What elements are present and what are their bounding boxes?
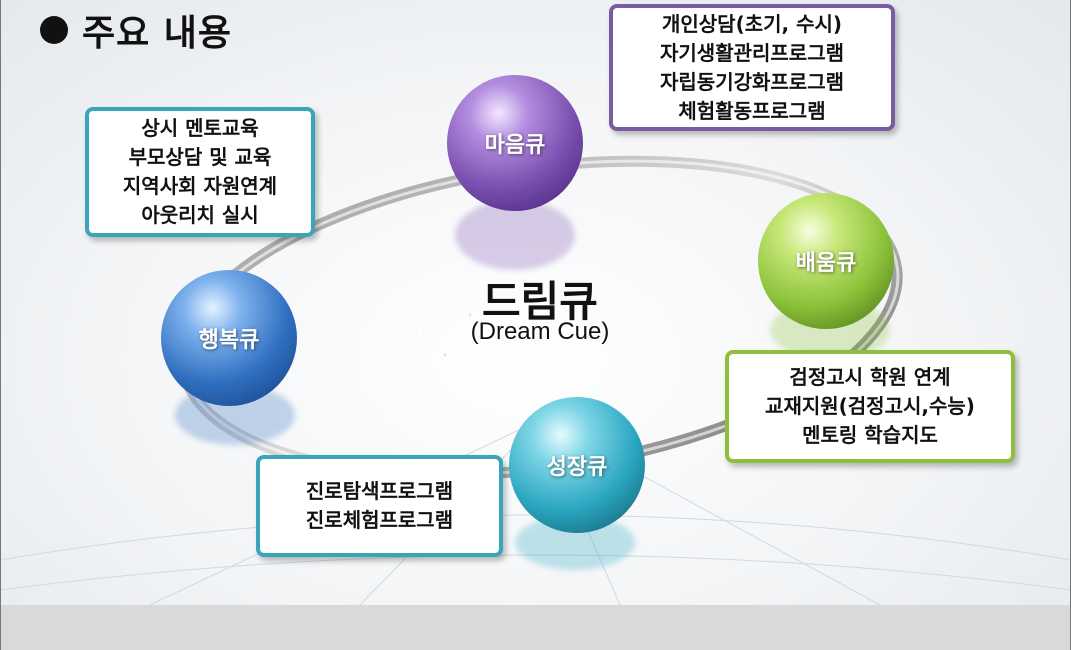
page-title-text: 주요 내용	[82, 13, 233, 54]
box-line: 교재지원(검정고시,수능)	[765, 394, 975, 418]
box-haengbok-programs: 상시 멘토교육 부모상담 및 교육 지역사회 자원연계 아웃리치 실시	[85, 107, 315, 237]
page-title: 주요 내용	[40, 4, 232, 56]
box-line: 멘토링 학습지도	[802, 423, 938, 447]
box-line: 부모상담 및 교육	[128, 145, 272, 169]
footer-bar	[0, 605, 1071, 650]
box-line: 진로탐색프로그램	[305, 479, 454, 503]
sphere-maeum: 마음큐	[447, 75, 583, 211]
box-seongjang-programs: 진로탐색프로그램 진로체험프로그램	[256, 455, 503, 557]
sphere-baeum-label: 배움큐	[795, 251, 857, 276]
box-line: 자기생활관리프로그램	[660, 40, 844, 65]
bullet-icon	[40, 16, 68, 44]
box-line: 진로체험프로그램	[305, 508, 454, 532]
box-baeum-programs: 검정고시 학원 연계 교재지원(검정고시,수능) 멘토링 학습지도	[725, 350, 1015, 463]
sphere-haengbok-label: 행복큐	[198, 328, 260, 353]
box-line: 자립동기강화프로그램	[660, 69, 844, 94]
box-line: 개인상담(초기, 수시)	[661, 11, 843, 36]
sphere-baeum: 배움큐	[758, 193, 894, 329]
center-title: 드림큐	[482, 277, 598, 326]
box-line: 아웃리치 실시	[141, 203, 259, 227]
left-border	[0, 0, 1, 650]
sphere-reflection	[455, 200, 575, 270]
box-line: 상시 멘토교육	[141, 116, 259, 140]
box-line: 체험활동프로그램	[678, 98, 826, 123]
slide-canvas: 주요 내용 마음큐 배움큐 행복큐 성장큐 드림큐 (Dream Cue) 개인…	[0, 0, 1071, 605]
sphere-seongjang: 성장큐	[509, 397, 645, 533]
center-subtitle: (Dream Cue)	[470, 318, 610, 345]
sphere-haengbok: 행복큐	[161, 270, 297, 406]
sphere-seongjang-label: 성장큐	[546, 455, 608, 480]
box-line: 지역사회 자원연계	[122, 174, 278, 198]
box-line: 검정고시 학원 연계	[789, 365, 951, 389]
box-maeum-programs: 개인상담(초기, 수시) 자기생활관리프로그램 자립동기강화프로그램 체험활동프…	[609, 4, 895, 131]
sphere-maeum-label: 마음큐	[484, 133, 546, 158]
